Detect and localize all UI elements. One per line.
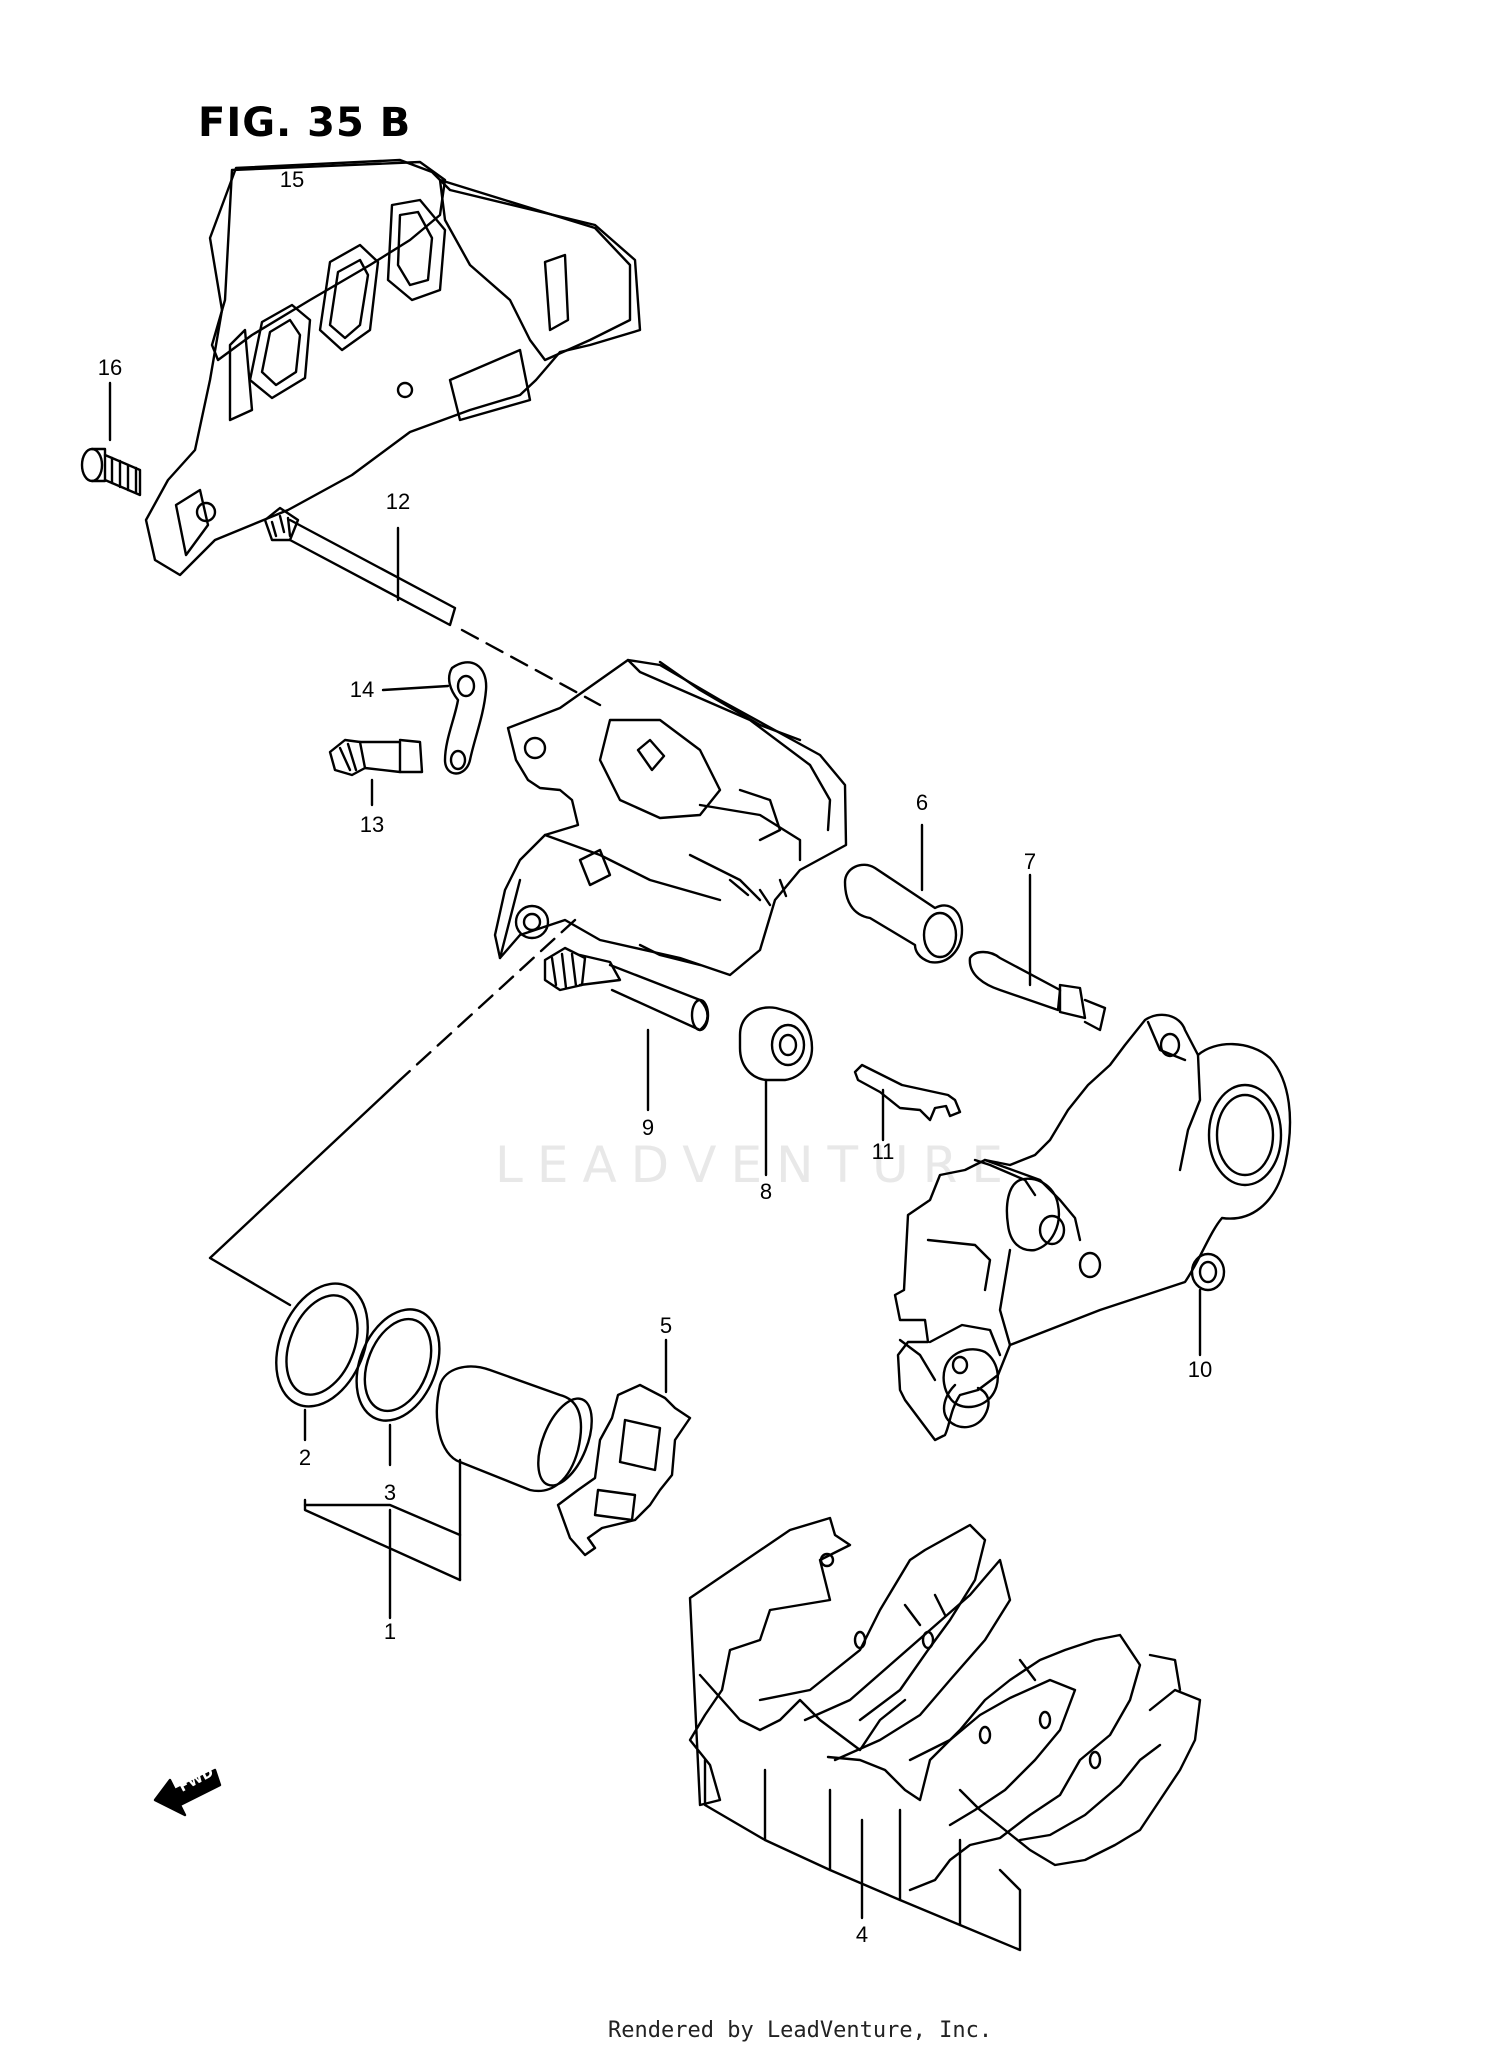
callout-7: 7: [1023, 849, 1037, 874]
part-14-cap[interactable]: [381, 661, 488, 775]
caliper-body[interactable]: [493, 658, 848, 977]
footer-credit: Rendered by LeadVenture, Inc.: [608, 2018, 993, 2043]
part-6-pin-boot[interactable]: [843, 823, 964, 964]
fwd-arrow-icon: [153, 1768, 222, 1817]
callout-1: 1: [383, 1619, 397, 1644]
watermark-text: LEADVENTURE: [495, 1136, 1017, 1194]
callout-5: 5: [659, 1313, 673, 1338]
part-2-seal-ring[interactable]: [259, 1270, 385, 1442]
callout-10: 10: [1187, 1357, 1213, 1382]
part-16-bolt[interactable]: [80, 381, 142, 497]
part-9-slide-pin[interactable]: [543, 946, 710, 1112]
callout-2: 2: [298, 1445, 312, 1470]
callout-9: 9: [641, 1115, 655, 1140]
part-10-caliper-bracket[interactable]: [893, 1013, 1292, 1442]
callout-12: 12: [385, 489, 411, 514]
callout-6: 6: [915, 790, 929, 815]
part-8-boot[interactable]: [738, 1006, 814, 1177]
part-5-shim[interactable]: [556, 1338, 692, 1557]
part-15-caliper-guard[interactable]: [144, 158, 642, 577]
callout-8: 8: [759, 1179, 773, 1204]
part-7-sleeve[interactable]: [968, 873, 1107, 1032]
assembly-leader-line: [208, 918, 577, 1307]
callout-15: 15: [279, 167, 305, 192]
callout-4: 4: [855, 1922, 869, 1947]
part-13-bleeder-valve[interactable]: [328, 738, 424, 807]
callout-3: 3: [383, 1480, 397, 1505]
callout-16: 16: [97, 355, 123, 380]
callout-14: 14: [349, 677, 375, 702]
callout-11: 11: [871, 1139, 895, 1164]
figure-title: FIG. 35 B: [198, 100, 412, 146]
part-4-brake-pads[interactable]: [688, 1516, 1202, 1952]
part-3-dust-seal[interactable]: [341, 1297, 455, 1467]
part-11-spring-clip[interactable]: [853, 1063, 962, 1142]
callout-bracket-1-2-3: [303, 1498, 462, 1620]
part-12-pin[interactable]: [263, 506, 602, 707]
callout-13: 13: [359, 812, 385, 837]
part-1-piston[interactable]: [435, 1365, 603, 1582]
